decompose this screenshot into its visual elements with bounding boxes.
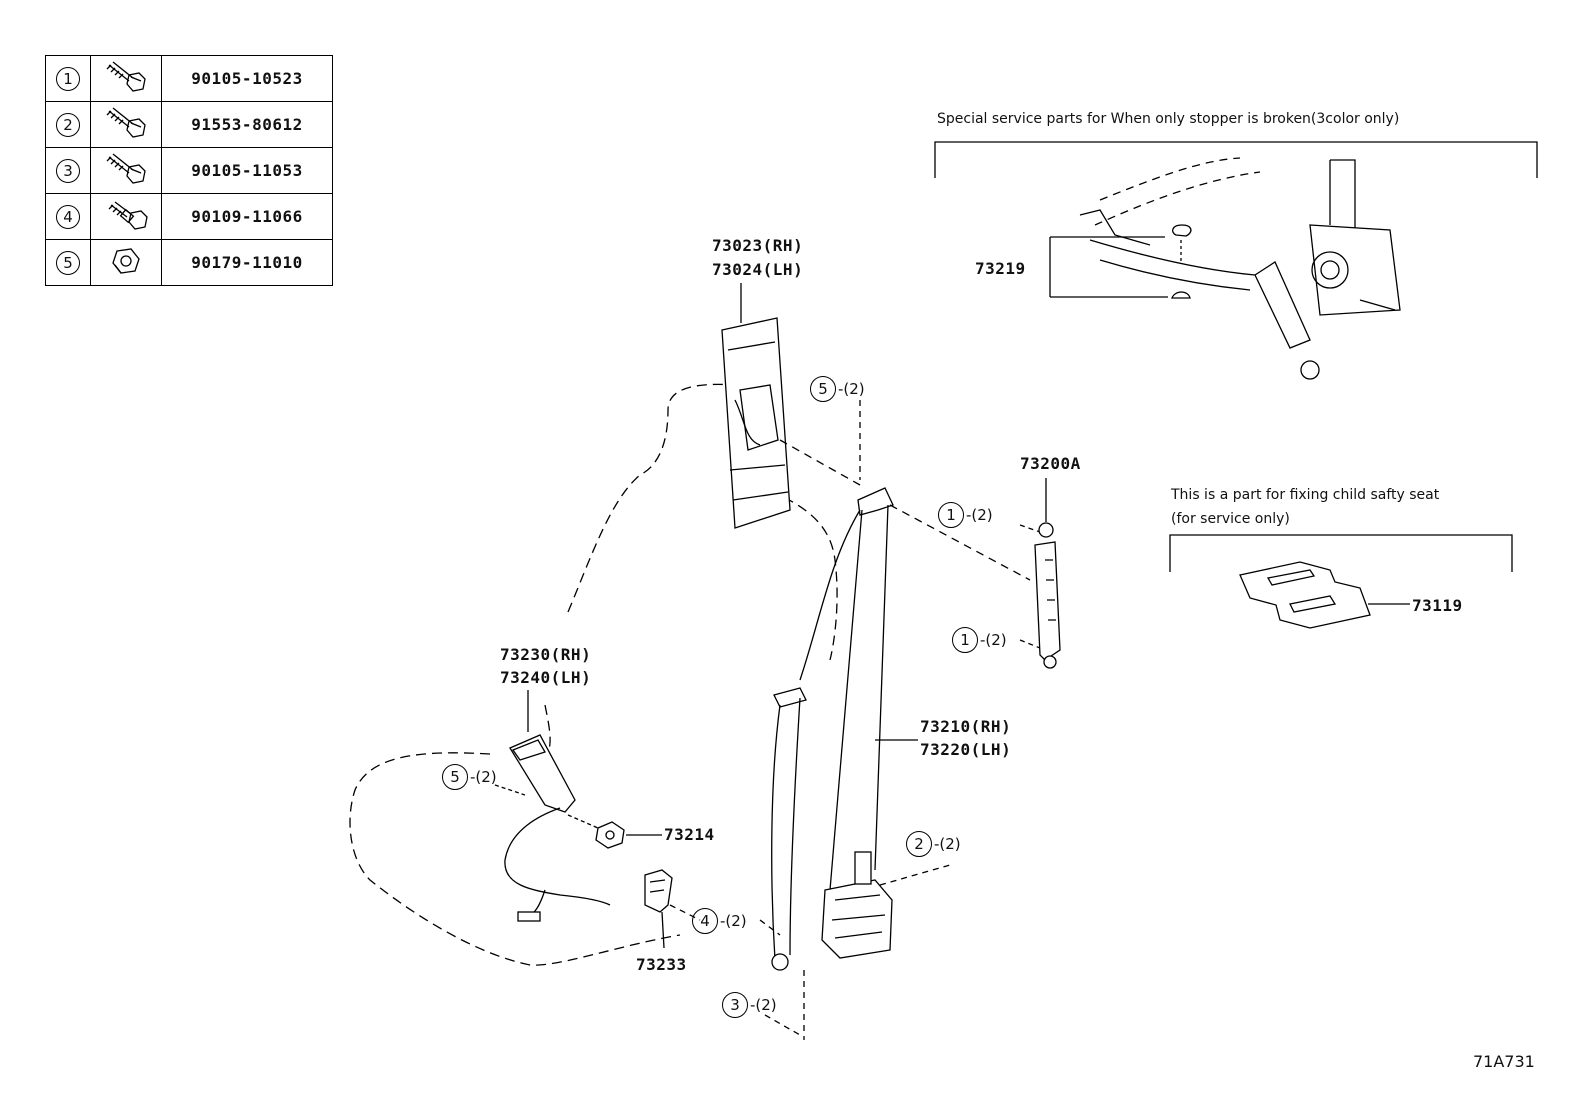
label-child-seat-plate: 73119 xyxy=(1412,596,1463,615)
label-cover-rh: 73023(RH) xyxy=(712,236,804,255)
nut-plate-73214 xyxy=(595,821,662,849)
flange-bolt-icon xyxy=(106,106,146,138)
flange-bolt-icon xyxy=(106,60,146,92)
label-nut-plate: 73214 xyxy=(664,825,715,844)
callout-anchor-nut: 5 -(2) xyxy=(810,376,865,402)
pillar-cover xyxy=(721,317,791,529)
shoulder-bolt-icon xyxy=(108,200,148,230)
retractor-belt xyxy=(771,487,894,971)
label-retractor-lh: 73220(LH) xyxy=(920,740,1012,759)
table-row: 3 90105-11053 xyxy=(45,147,333,194)
callout-quantity: -(2) xyxy=(470,768,497,786)
callout-quantity: -(2) xyxy=(980,631,1007,649)
label-cover-lh: 73024(LH) xyxy=(712,260,804,279)
child-seat-note-line2: (for service only) xyxy=(1171,511,1290,527)
fastener-index: 4 xyxy=(56,204,80,229)
label-buckle-lh: 73240(LH) xyxy=(500,668,592,687)
callout-floor-bolt: 3 -(2) xyxy=(722,992,777,1018)
callout-lap-anchor-bolt: 4 -(2) xyxy=(692,908,747,934)
fastener-part-number: 90109-11066 xyxy=(191,207,303,226)
callout-number: 5 xyxy=(442,764,468,790)
child-seat-plate-73119 xyxy=(1239,561,1410,629)
callout-number: 1 xyxy=(952,627,978,653)
label-anchor-adjuster: 73200A xyxy=(1020,454,1081,473)
stopper-assembly-illustration xyxy=(1049,157,1401,380)
fastener-part-number: 90105-10523 xyxy=(191,69,303,88)
table-row: 1 90105-10523 xyxy=(45,55,333,102)
callout-number: 2 xyxy=(906,831,932,857)
fastener-part-number: 90105-11053 xyxy=(191,161,303,180)
callout-adjuster-bolt-lower: 1 -(2) xyxy=(952,627,1007,653)
seat-side-outline xyxy=(769,489,838,661)
seat-cushion-outline xyxy=(349,752,681,966)
fastener-index: 1 xyxy=(56,66,80,91)
label-buckle-cover: 73233 xyxy=(636,955,687,974)
stopper-bracket xyxy=(934,141,1538,178)
callout-number: 3 xyxy=(722,992,748,1018)
fastener-index: 3 xyxy=(56,158,80,183)
label-buckle-rh: 73230(RH) xyxy=(500,645,592,664)
callout-quantity: -(2) xyxy=(720,912,747,930)
callout-quantity: -(2) xyxy=(966,506,993,524)
hex-nut-icon xyxy=(112,247,140,274)
label-retractor-rh: 73210(RH) xyxy=(920,717,1012,736)
callout-number: 4 xyxy=(692,908,718,934)
diagram-id: 71A731 xyxy=(1473,1052,1535,1071)
fastener-index: 5 xyxy=(56,250,80,275)
fastener-index: 2 xyxy=(56,112,80,137)
child-seat-bracket xyxy=(1169,534,1513,572)
fastener-part-number: 90179-11010 xyxy=(191,253,303,272)
callout-quantity: -(2) xyxy=(750,996,777,1014)
fastener-part-number: 91553-80612 xyxy=(191,115,303,134)
callout-number: 1 xyxy=(938,502,964,528)
label-stopper-part: 73219 xyxy=(975,259,1026,278)
callout-buckle-nut: 5 -(2) xyxy=(442,764,497,790)
table-row: 2 91553-80612 xyxy=(45,101,333,148)
callout-adjuster-bolt-upper: 1 -(2) xyxy=(938,502,993,528)
callout-quantity: -(2) xyxy=(838,380,865,398)
seat-back-lower-line xyxy=(544,704,551,756)
buckle-assembly xyxy=(494,690,611,922)
anchor-adjuster xyxy=(1034,478,1061,669)
fastener-table: 1 90105-10523 2 91553-80612 3 90105-1105… xyxy=(45,55,333,286)
table-row: 5 90179-11010 xyxy=(45,239,333,286)
callout-quantity: -(2) xyxy=(934,835,961,853)
table-row: 4 90109-11066 xyxy=(45,193,333,240)
buckle-cover-73233 xyxy=(644,869,701,949)
callout-retractor-bolt: 2 -(2) xyxy=(906,831,961,857)
seat-outline xyxy=(567,383,736,613)
callout-number: 5 xyxy=(810,376,836,402)
flange-bolt-icon xyxy=(106,152,146,184)
child-seat-note-line1: This is a part for fixing child safty se… xyxy=(1171,487,1440,503)
stopper-note: Special service parts for When only stop… xyxy=(937,111,1400,127)
